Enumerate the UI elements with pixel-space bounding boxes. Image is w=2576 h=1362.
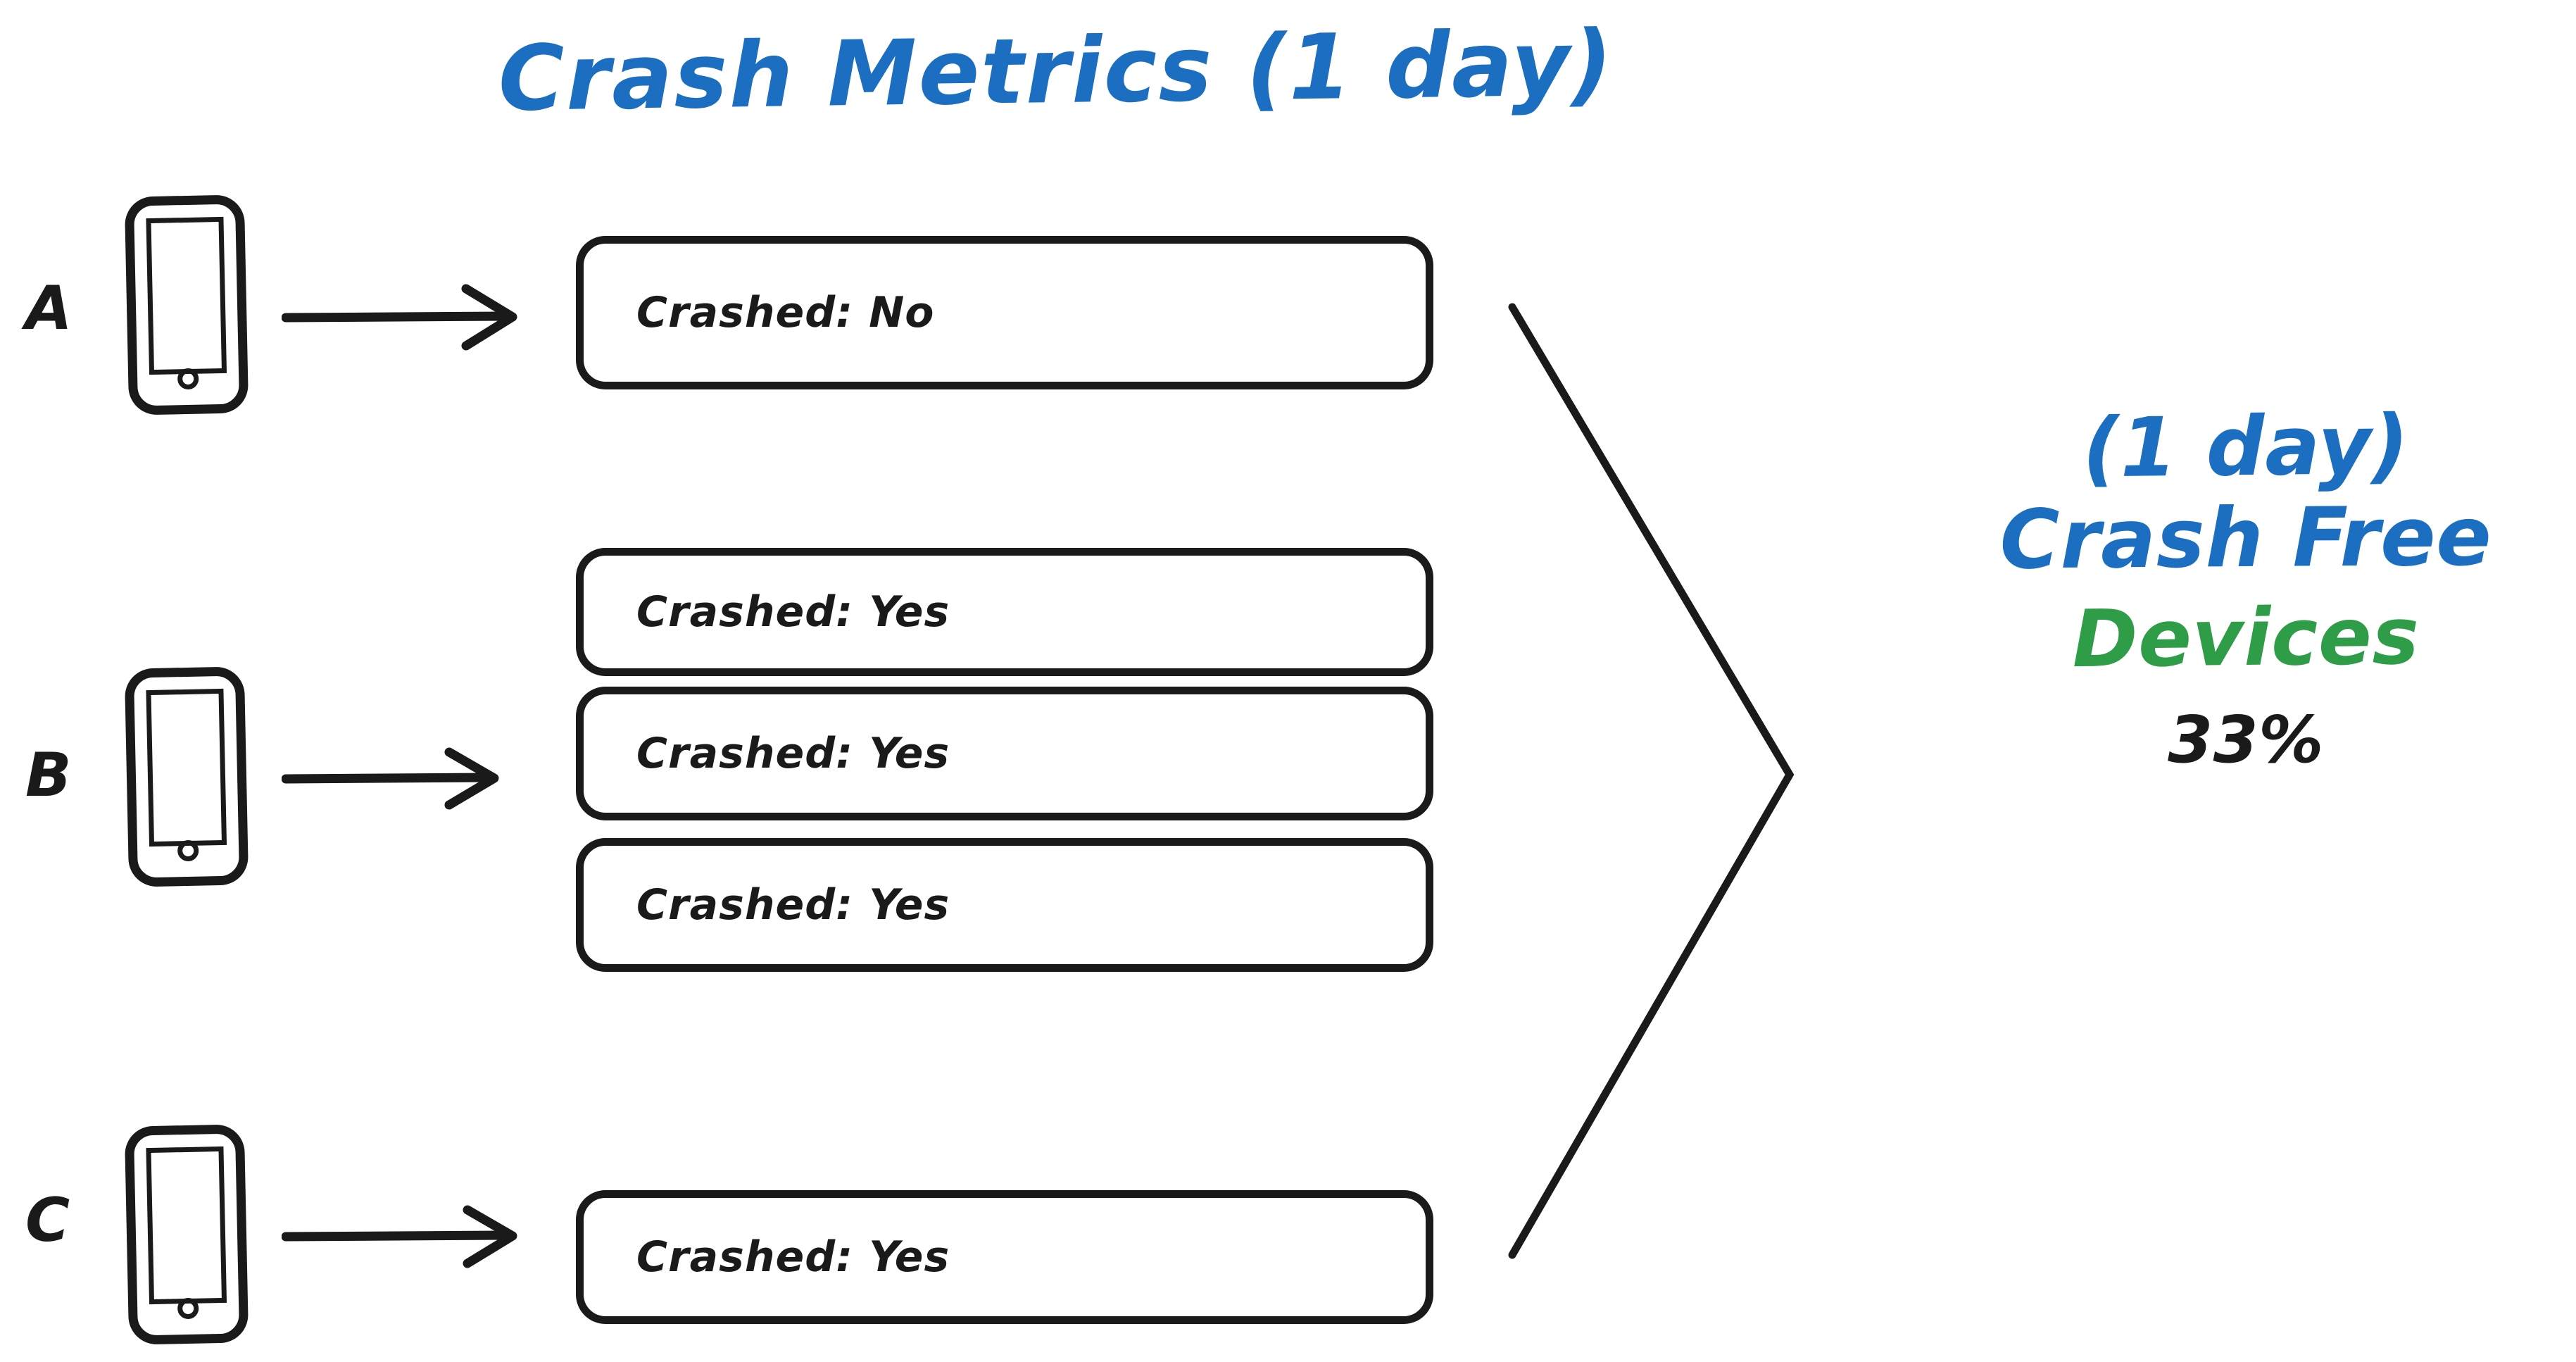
session-status-label: Crashed: Yes (636, 729, 950, 778)
phone-home-button-icon (177, 1297, 199, 1320)
phone-icon-a (124, 194, 249, 416)
result-metric-label: Crash Free (1999, 489, 2492, 588)
phone-screen (146, 688, 227, 847)
phone-icon-b (124, 666, 249, 887)
arrow-icon-a (282, 284, 517, 351)
session-box[interactable]: Crashed: No (576, 236, 1433, 389)
phone-screen (146, 1146, 227, 1305)
device-label-b: B (25, 740, 72, 811)
session-status-label: Crashed: Yes (636, 880, 950, 930)
session-box[interactable]: Crashed: Yes (576, 548, 1433, 676)
result-subject-label: Devices (2072, 590, 2420, 685)
phone-icon-c (124, 1124, 249, 1345)
result-duration-label: (1 day) (2082, 397, 2410, 496)
session-status-label: Crashed: No (636, 288, 935, 337)
result-value: 33% (2168, 702, 2324, 778)
session-box[interactable]: Crashed: Yes (576, 838, 1433, 972)
session-box[interactable]: Crashed: Yes (576, 1190, 1433, 1324)
session-status-label: Crashed: Yes (636, 587, 950, 637)
session-status-label: Crashed: Yes (636, 1232, 950, 1282)
phone-screen (146, 216, 227, 375)
aggregation-chevron-connector (1508, 303, 1795, 1259)
result-summary: (1 day) Crash Free Devices 33% (1915, 397, 2576, 778)
session-box[interactable]: Crashed: Yes (576, 687, 1433, 820)
phone-home-button-icon (177, 368, 199, 390)
device-label-c: C (25, 1185, 70, 1256)
page-title: Crash Metrics (1 day) (497, 11, 1615, 132)
arrow-icon-b (282, 747, 499, 810)
arrow-icon-c (282, 1205, 517, 1268)
device-label-a: A (25, 273, 73, 344)
phone-home-button-icon (177, 839, 199, 862)
